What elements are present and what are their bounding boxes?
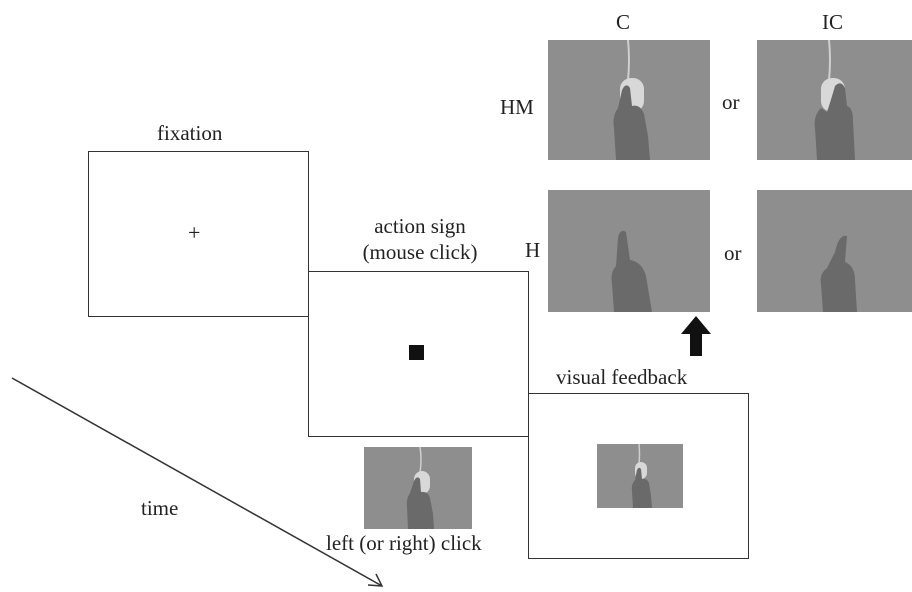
row-label-h: H (525, 238, 541, 262)
time-label: time (141, 496, 179, 520)
action-sign-label-line2: (mouse click) (362, 240, 478, 264)
action-sign-square (409, 345, 424, 360)
action-sign-label: action sign (mouse click) (330, 213, 510, 265)
visual-feedback-label: visual feedback (556, 365, 688, 389)
mouse-click-photo (364, 447, 472, 529)
row-label-hm: HM (500, 95, 534, 119)
fixation-screen: + (88, 151, 309, 317)
action-sign-screen (308, 271, 529, 437)
fixation-cross: + (188, 220, 201, 245)
photo-hand-mouse-incongruent (757, 40, 912, 160)
arrow-up-icon (680, 316, 712, 356)
visual-feedback-photo (597, 444, 683, 508)
fixation-label: fixation (157, 121, 223, 145)
photo-hand-mouse-congruent (548, 40, 710, 160)
time-arrow-icon (0, 370, 400, 592)
column-label-ic: IC (822, 10, 843, 34)
photo-hand-congruent (548, 190, 710, 312)
action-sign-label-line1: action sign (374, 214, 466, 238)
visual-feedback-screen (528, 393, 749, 559)
or-label-top: or (722, 90, 740, 114)
or-label-bottom: or (724, 241, 742, 265)
photo-hand-incongruent (757, 190, 912, 312)
click-caption: left (or right) click (326, 531, 482, 555)
column-label-c: C (616, 10, 631, 34)
